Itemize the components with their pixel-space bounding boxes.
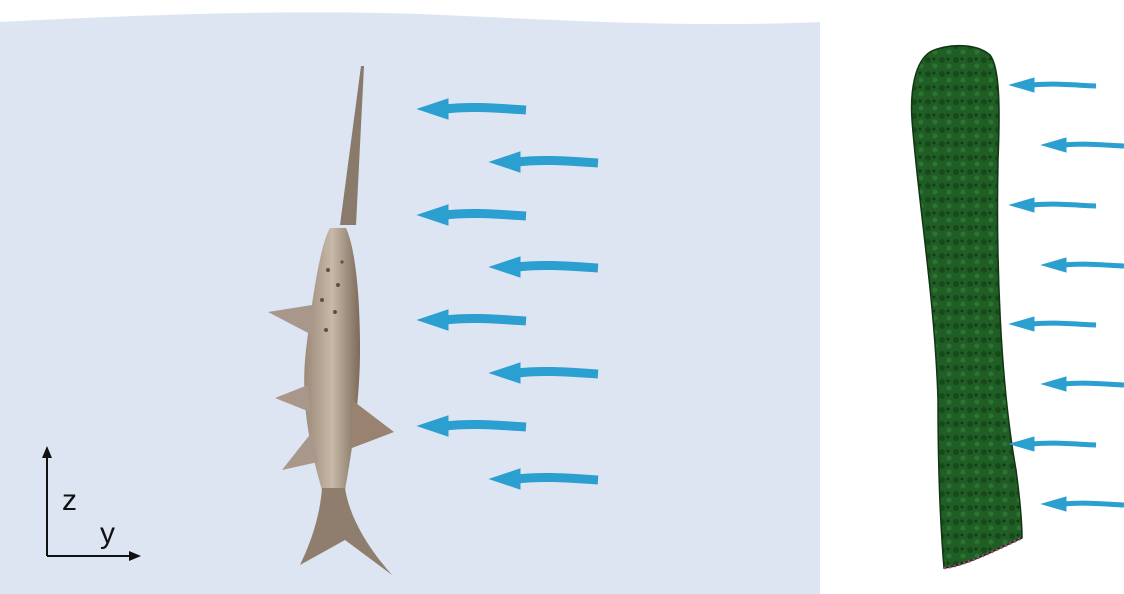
water-panel — [0, 12, 820, 594]
flow-arrow — [1010, 78, 1096, 92]
flow-arrow — [1010, 198, 1096, 212]
water-background — [0, 12, 820, 594]
z-axis-label: z — [62, 484, 77, 517]
green-model-body — [912, 46, 1022, 568]
flow-arrow — [1010, 437, 1096, 451]
flow-arrow — [1042, 497, 1124, 511]
flow-arrows-right — [1010, 78, 1124, 511]
flow-arrow — [1042, 377, 1124, 391]
flow-arrow — [1042, 258, 1124, 272]
flow-arrow — [1042, 138, 1124, 152]
flow-arrow — [1010, 317, 1096, 331]
green-model — [912, 46, 1022, 568]
y-axis-label: y — [100, 517, 115, 550]
